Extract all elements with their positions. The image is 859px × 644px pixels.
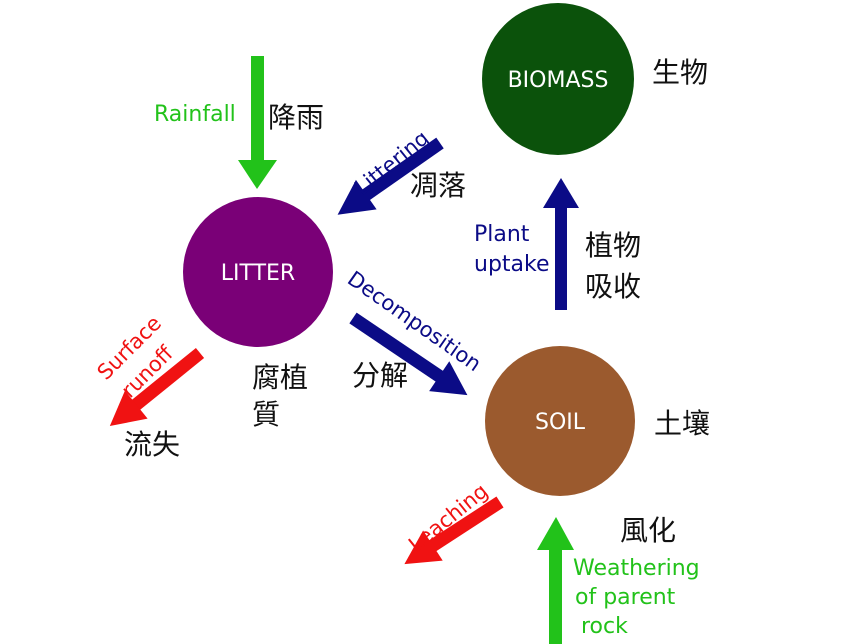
rainfall-label: Rainfall xyxy=(154,102,236,127)
node-soil: SOIL xyxy=(485,346,635,496)
litter-chinese-line1: 腐植 xyxy=(252,361,308,394)
soil-label: SOIL xyxy=(535,410,586,435)
node-biomass: BIOMASS xyxy=(482,3,634,155)
plant-uptake-chinese-line1: 植物 xyxy=(585,229,641,262)
surface-runoff-chinese: 流失 xyxy=(124,428,180,461)
weathering-arrow xyxy=(537,517,574,644)
plant-uptake-arrow xyxy=(543,178,579,310)
biomass-circle xyxy=(482,3,634,155)
biomass-label: BIOMASS xyxy=(508,68,609,93)
biomass-chinese: 生物 xyxy=(652,56,708,89)
plant-uptake-label-line1: Plant xyxy=(474,222,530,247)
leaching-arrow xyxy=(404,496,504,565)
littering-arrow xyxy=(337,137,444,215)
soil-circle xyxy=(485,346,635,496)
rainfall-chinese: 降雨 xyxy=(268,101,324,134)
litter-circle xyxy=(183,197,333,347)
weathering-label-line2: of parent xyxy=(575,585,676,610)
weathering-label-line3: rock xyxy=(581,614,628,639)
litter-label: LITTER xyxy=(221,261,295,286)
surface-runoff-arrow xyxy=(109,347,205,427)
plant-uptake-chinese-line2: 吸收 xyxy=(585,270,641,303)
node-litter: LITTER xyxy=(183,197,333,347)
weathering-chinese: 風化 xyxy=(620,514,676,547)
littering-chinese: 凋落 xyxy=(410,169,466,202)
plant-uptake-label-line2: uptake xyxy=(474,252,550,277)
decomposition-arrow xyxy=(349,312,468,396)
rainfall-arrow xyxy=(238,56,277,189)
soil-chinese: 土壤 xyxy=(654,407,710,440)
weathering-label-line1: Weathering xyxy=(573,556,700,581)
litter-chinese-line2: 質 xyxy=(252,398,280,431)
decomposition-chinese: 分解 xyxy=(352,359,408,392)
